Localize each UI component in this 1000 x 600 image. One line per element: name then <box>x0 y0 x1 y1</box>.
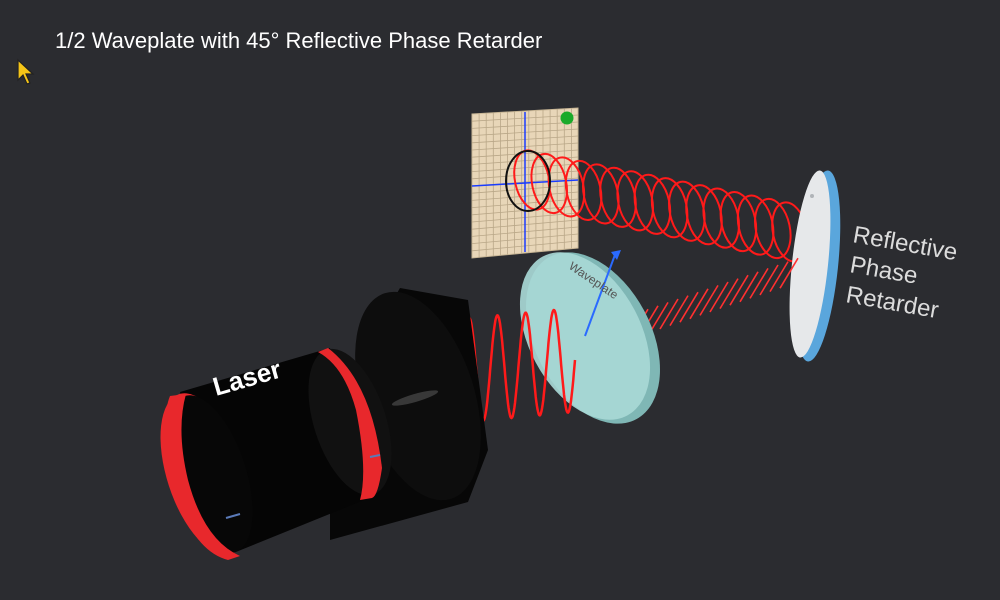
green-dot-icon <box>560 111 574 125</box>
circular-polarized-beam <box>505 149 809 263</box>
laser-source: Laser <box>160 288 488 560</box>
page-title: 1/2 Waveplate with 45° Reflective Phase … <box>55 28 543 53</box>
reflective-phase-retarder <box>789 170 841 362</box>
fast-axis-indicator <box>584 251 617 337</box>
retarder-label-line3: Retarder <box>844 281 941 324</box>
retarder-label: Reflective Phase Retarder <box>844 221 959 324</box>
detector-screen <box>471 107 579 259</box>
cursor-arrow-icon <box>17 58 35 85</box>
waveplate: Waveplate <box>519 250 660 424</box>
